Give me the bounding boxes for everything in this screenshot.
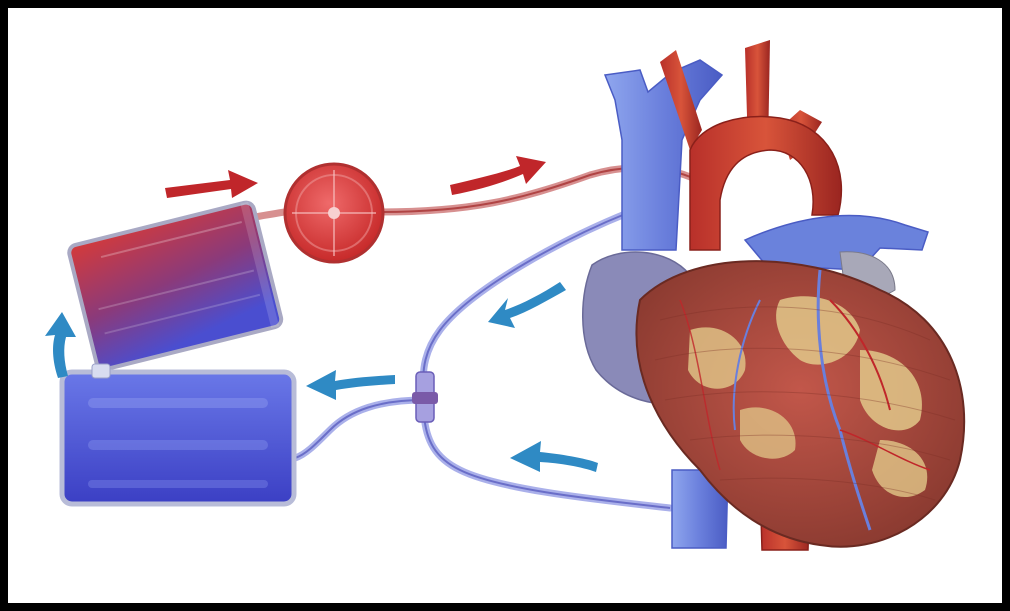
flow-arrow-icon <box>306 370 395 400</box>
tube-junction-icon <box>412 372 438 422</box>
heart-icon <box>583 40 964 550</box>
flow-arrow-icon <box>45 312 76 378</box>
reservoir-icon <box>62 364 294 504</box>
flow-arrow-icon <box>488 282 566 328</box>
flow-arrow-icon <box>165 170 258 198</box>
flow-arrow-icon <box>510 441 598 472</box>
flow-arrow-icon <box>450 156 546 195</box>
pump-icon <box>285 164 383 262</box>
oxygenator-icon <box>68 201 283 371</box>
